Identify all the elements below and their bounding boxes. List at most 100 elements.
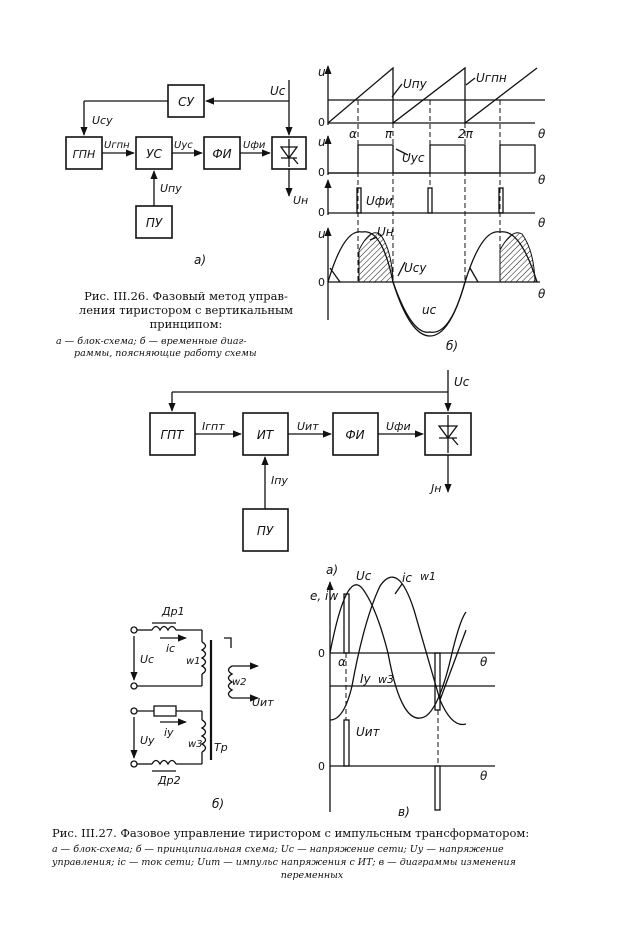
block-us-label: УС <box>146 147 162 161</box>
thyristor2-icon <box>437 415 459 453</box>
row4-usu: Uсу <box>404 261 427 275</box>
fig27v-sub-v: в) <box>398 805 410 819</box>
row1-pi: π <box>385 127 393 141</box>
lbl-v-w3: w3 <box>378 673 394 686</box>
caption-27-desc-2: управления; ic — ток сети; Uит — импульс… <box>52 857 516 868</box>
pulse-uit-neg <box>434 765 441 811</box>
sig27-igpt: Iгпт <box>202 420 225 433</box>
lbl-v-w1: w1 <box>420 570 436 583</box>
pulse-uus <box>328 144 536 174</box>
lbl-v-alpha: α <box>338 655 346 669</box>
sig-usu: Uсу <box>92 114 113 127</box>
row4-zero: 0 <box>318 276 325 289</box>
block-us <box>135 136 173 170</box>
sig27-ufi: Uфи <box>386 420 411 433</box>
row1-u: u <box>318 65 326 79</box>
lbl-w3: w3 <box>188 739 203 750</box>
fig26-block-diagram: СУ ГПН УС ФИ ПУ Uc Uсу Uгпн Uус Uфи Uпу … <box>65 80 308 267</box>
row1-upu: Uпу <box>403 77 428 91</box>
winding-w1 <box>200 641 207 675</box>
choke-dr2 <box>151 759 177 766</box>
sig27-ipu: Iпу <box>271 474 288 487</box>
lbl-v-uit: Uит <box>356 725 381 739</box>
pulse-ufi-2 <box>427 187 433 214</box>
row2-u: u <box>318 135 326 149</box>
caption-27-desc-3: переменных <box>280 870 344 881</box>
row4-u: u <box>318 227 326 241</box>
fig27v-diagrams: e, iw 0 θ Uc ic w1 α Iy w3 0 θ Uит в) <box>310 569 495 819</box>
caption-27: Рис. III.27. Фазовое управление тиристор… <box>52 826 572 840</box>
fig26-timing-diagrams: u 0 θ α π 2π Uпу Uгпн u 0 θ Uус 0 θ Uфи … <box>318 65 546 353</box>
lbl-ic: ic <box>166 642 175 655</box>
thyristor-icon <box>279 139 299 167</box>
caption-27-desc-1: а — блок-схема; б — принципиальная схема… <box>52 844 504 855</box>
row4-un: Uн <box>377 225 394 239</box>
pulse-uit-pos <box>343 719 350 767</box>
fig27b-sub-b: б) <box>212 797 224 811</box>
row1-2pi: 2π <box>458 127 474 141</box>
winding-w3 <box>200 719 207 753</box>
block-pu-label: ПУ <box>146 216 163 230</box>
row1-zero: 0 <box>318 116 325 129</box>
lbl-tr: Tр <box>214 741 228 754</box>
caption-26-desc-2: раммы, поясняющие работу схемы <box>74 348 257 359</box>
bar-pulse-2 <box>434 652 441 711</box>
fig27a-block-diagram: ГПТ ИТ ФИ ПУ Uc Iгпт Uит Uфи Iпу Jн а) <box>149 370 472 577</box>
sawtooth-ugpn <box>327 66 538 125</box>
row2-zero: 0 <box>318 166 325 179</box>
row4-theta: θ <box>538 287 546 301</box>
caption-26-title-1: Рис. III.26. Фазовый метод управ- <box>84 289 288 303</box>
caption-26: Рис. III.26. Фазовый метод управ- ления … <box>56 289 316 331</box>
fig27b-schematic: Др1 ic Uc w1 w2 Uит Uy iy w3 Tр Др2 б) <box>130 605 274 811</box>
pulse-ufi-1 <box>356 187 362 214</box>
caption-26-desc: а — блок-схема; б — временные диаг- рамм… <box>56 336 316 360</box>
sig-ufi: Uфи <box>243 140 266 151</box>
block-gpn <box>65 136 103 170</box>
sig-uc: Uc <box>270 84 286 98</box>
row1-alpha: α <box>349 127 357 141</box>
row3-theta: θ <box>538 216 546 230</box>
lbl-uy: Uy <box>140 734 155 747</box>
row2-uus: Uус <box>402 151 425 165</box>
fig26-sub-b: б) <box>446 339 458 353</box>
row4-uc: uc <box>422 303 437 317</box>
block-it-label: ИТ <box>257 428 275 442</box>
lbl-w1: w1 <box>186 656 201 667</box>
caption-27-title: Рис. III.27. Фазовое управление тиристор… <box>52 826 530 840</box>
caption-26-title-2: ления тиристором с вертикальным <box>78 303 294 317</box>
lbl-dr2: Др2 <box>157 774 181 787</box>
curve-uc-v <box>329 584 467 719</box>
lbl-dr1: Др1 <box>161 605 185 618</box>
fig26-sub-a: а) <box>194 253 206 267</box>
fig27a-sub-a: а) <box>326 563 338 577</box>
caption-26-desc-1: а — блок-схема; б — временные диаг- <box>56 336 247 347</box>
lbl-uc: Uc <box>140 653 154 666</box>
choke-dr1 <box>151 625 177 632</box>
lbl-w2: w2 <box>232 677 247 688</box>
curve-uc <box>392 281 466 337</box>
lbl-axis-eiw: e, iw <box>310 589 338 603</box>
curve-ic-w1 <box>329 576 467 726</box>
lbl-v-uc: Uc <box>356 569 372 583</box>
sig27-uc: Uc <box>454 375 470 389</box>
row3-ufi: Uфи <box>366 194 393 208</box>
sig-un: Uн <box>293 194 308 207</box>
lbl-v-zero: 0 <box>318 647 325 660</box>
block-gpn-label: ГПН <box>73 148 96 161</box>
bar-pulse-1 <box>343 593 350 654</box>
pulse-ufi-3 <box>498 187 504 214</box>
winding-w2 <box>227 665 234 699</box>
resistor <box>153 705 177 717</box>
row1-ugpn: Uгпн <box>476 71 507 85</box>
lbl-v-ic: ic <box>402 571 412 585</box>
lbl-v-zero2: 0 <box>318 760 325 773</box>
block-gpt-label: ГПТ <box>160 428 185 442</box>
sig-ugpn: Uгпн <box>104 140 130 151</box>
lbl-v-theta: θ <box>480 655 488 669</box>
hatch-area-2 <box>499 232 536 283</box>
block-su-label: СУ <box>178 95 194 109</box>
hatch-area-1 <box>358 232 394 283</box>
sig27-uit: Uит <box>297 420 319 433</box>
sig-uus: Uус <box>174 140 193 151</box>
